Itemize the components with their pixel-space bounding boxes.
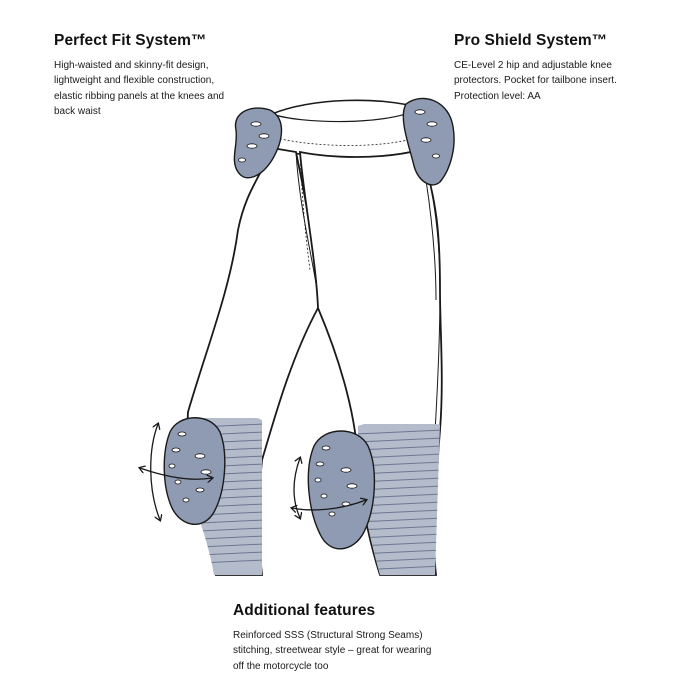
pro-shield-title: Pro Shield System™ bbox=[454, 32, 608, 49]
additional-features-title: Additional features bbox=[233, 602, 376, 619]
pro-shield-description: CE-Level 2 hip and adjustable knee prote… bbox=[454, 60, 617, 102]
knee-protector-right-icon bbox=[307, 430, 376, 550]
perfect-fit-description: High-waisted and skinny-fit design, ligh… bbox=[54, 60, 225, 118]
pro-shield-section: Pro Shield System™ CE-Level 2 hip and ad… bbox=[454, 32, 664, 104]
additional-features-section: Additional features Reinforced SSS (Stru… bbox=[233, 602, 493, 674]
additional-features-description: Reinforced SSS (Structural Strong Seams)… bbox=[233, 630, 432, 672]
knee-protector-left-icon bbox=[163, 417, 226, 526]
hip-protector-right-icon bbox=[402, 97, 455, 186]
perfect-fit-title: Perfect Fit System™ bbox=[54, 32, 207, 49]
perfect-fit-section: Perfect Fit System™ High-waisted and ski… bbox=[54, 32, 264, 120]
adjust-arrow-icon bbox=[292, 458, 366, 518]
adjust-arrow-icon bbox=[140, 424, 212, 520]
hip-protector-left-icon bbox=[233, 107, 283, 179]
waistband bbox=[271, 99, 421, 159]
